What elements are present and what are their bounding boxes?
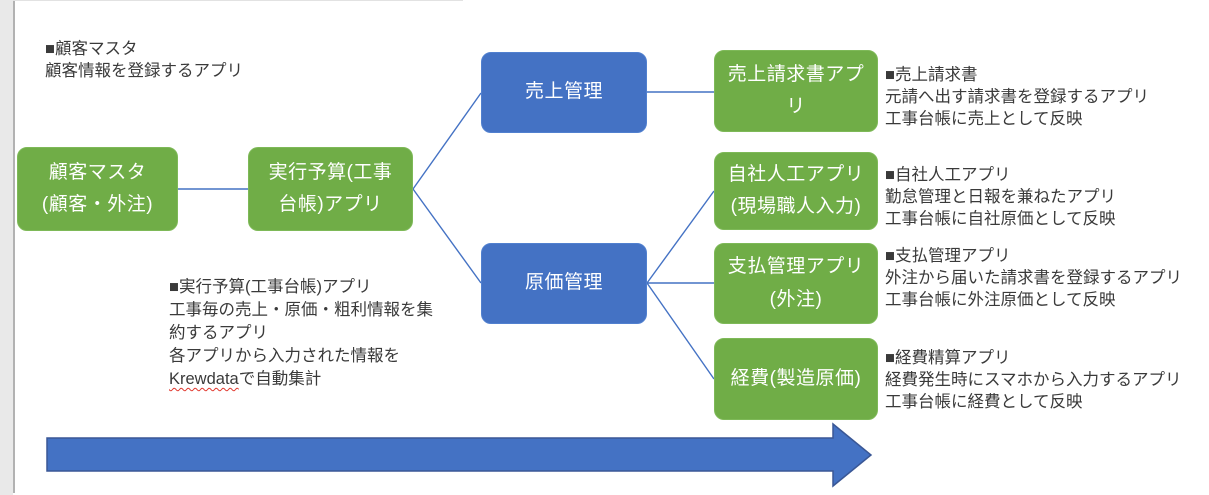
annotation-customer-master: ■顧客マスタ 顧客情報を登録するアプリ — [45, 38, 243, 82]
note-line: 工事台帳に外注原価として反映 — [885, 291, 1116, 309]
left-gutter — [0, 0, 13, 495]
node-budget-app[interactable]: 実行予算(工事 台帳)アプリ — [248, 147, 413, 231]
note-line: ■売上請求書 — [885, 66, 978, 84]
note-line: 勤怠管理と日報を兼ねたアプリ — [885, 188, 1116, 206]
note-line: 約するアプリ — [169, 324, 268, 342]
connector-costmgmt-expense — [646, 282, 715, 380]
annotation-payment-app: ■支払管理アプリ 外注から届いた請求書を登録するアプリ 工事台帳に外注原価として… — [885, 245, 1182, 311]
annotation-sales-invoice: ■売上請求書 元請へ出す請求書を登録するアプリ 工事台帳に売上として反映 — [885, 64, 1149, 130]
node-sales-invoice-app[interactable]: 売上請求書アプ リ — [714, 50, 878, 132]
note-line: ■支払管理アプリ — [885, 247, 1011, 265]
node-labor-app[interactable]: 自社人工アプリ (現場職人入力) — [714, 152, 878, 230]
node-expense[interactable]: 経費(製造原価) — [714, 338, 878, 420]
node-payment-app[interactable]: 支払管理アプリ (外注) — [714, 243, 878, 324]
node-customer-master[interactable]: 顧客マスタ (顧客・外注) — [17, 147, 178, 231]
note-line: 工事毎の売上・原価・粗利情報を集 — [169, 301, 433, 319]
note-line: 工事台帳に経費として反映 — [885, 393, 1083, 411]
note-line: ■実行予算(工事台帳)アプリ — [169, 278, 372, 296]
annotation-expense-app: ■経費精算アプリ 経費発生時にスマホから入力するアプリ 工事台帳に経費として反映 — [885, 347, 1182, 413]
note-line: 経費発生時にスマホから入力するアプリ — [885, 371, 1182, 389]
annotation-labor-app: ■自社人工アプリ 勤怠管理と日報を兼ねたアプリ 工事台帳に自社原価として反映 — [885, 164, 1116, 230]
note-line: Krewdataで自動集計 — [169, 368, 433, 391]
annotation-budget-app: ■実行予算(工事台帳)アプリ 工事毎の売上・原価・粗利情報を集 約するアプリ 各… — [169, 276, 433, 391]
krewdata-spellcheck-text: Krewdata — [169, 370, 239, 388]
note-line: 元請へ出す請求書を登録するアプリ — [885, 88, 1149, 106]
node-cost-management[interactable]: 原価管理 — [481, 243, 647, 324]
connector-budget-costmgmt — [412, 188, 482, 284]
top-border-line — [13, 0, 463, 1]
note-line: 工事台帳に自社原価として反映 — [885, 210, 1116, 228]
node-sales-management[interactable]: 売上管理 — [481, 52, 647, 133]
note-line: 顧客情報を登録するアプリ — [45, 62, 243, 80]
note-line: 外注から届いた請求書を登録するアプリ — [885, 269, 1182, 287]
left-border-line — [13, 0, 15, 493]
note-line: 各アプリから入力された情報を — [169, 347, 400, 365]
note-line: ■経費精算アプリ — [885, 349, 1011, 367]
note-line: ■顧客マスタ — [45, 40, 138, 58]
note-line: 工事台帳に売上として反映 — [885, 110, 1083, 128]
process-flow-arrow — [46, 422, 873, 488]
connector-budget-salesmgmt — [412, 92, 482, 190]
note-line-suffix: で自動集計 — [238, 370, 322, 388]
connector-costmgmt-labor — [646, 190, 715, 284]
note-line: ■自社人工アプリ — [885, 166, 1011, 184]
